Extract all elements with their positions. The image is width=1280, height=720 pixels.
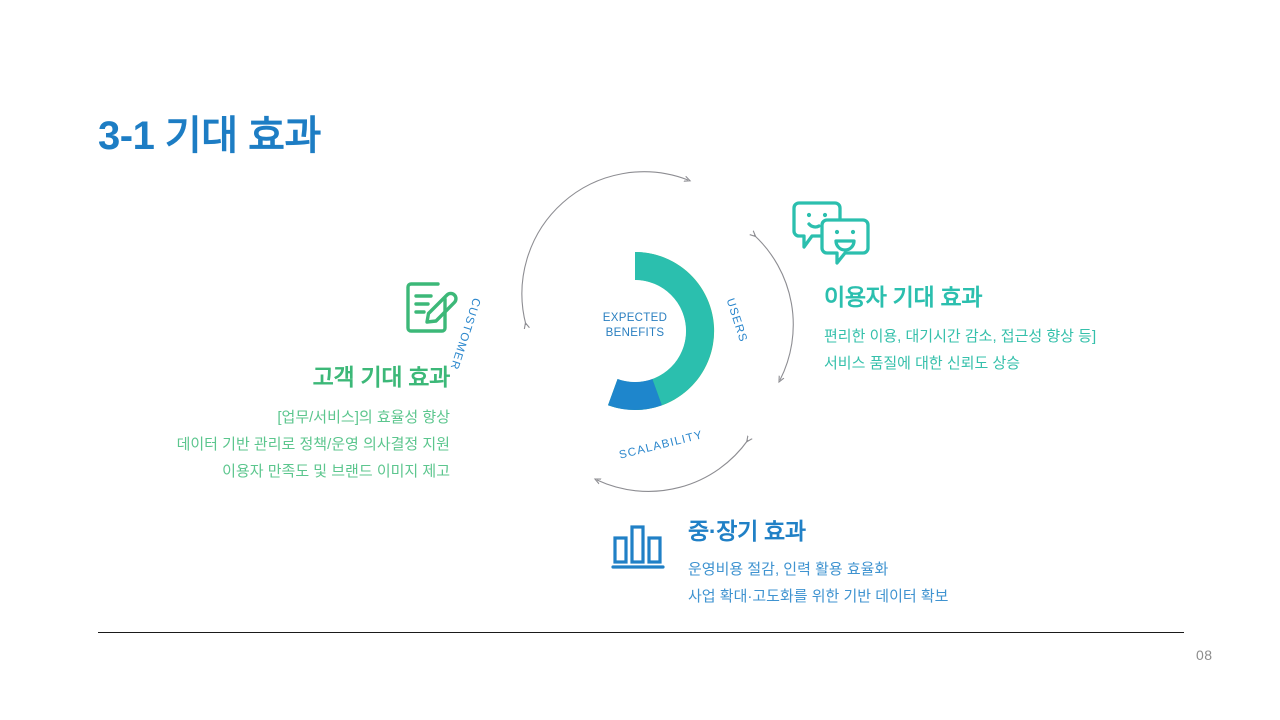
donut-hole xyxy=(584,280,686,382)
footer-divider xyxy=(98,632,1184,633)
donut-center-label: EXPECTED BENEFITS xyxy=(585,311,685,341)
document-pencil-icon xyxy=(398,277,460,342)
block-customer-line: [업무/서비스]의 효율성 향상 xyxy=(277,409,450,426)
donut-center-line-2: BENEFITS xyxy=(605,327,665,339)
arc-scalability-to-customer xyxy=(597,440,748,492)
donut-segment-users xyxy=(635,252,714,406)
page-number: 08 xyxy=(1196,647,1213,663)
block-users-heading: 이용자 기대 효과 xyxy=(824,284,983,310)
bar-chart-icon xyxy=(610,521,666,578)
chat-bubbles-icon xyxy=(788,197,874,270)
expected-benefits-diagram xyxy=(460,155,820,515)
block-customer: 고객 기대 효과 [업무/서비스]의 효율성 향상 데이터 기반 관리로 정책/… xyxy=(40,358,451,485)
block-scalability-line: 운영비용 절감, 인력 활용 효율화 xyxy=(688,561,889,578)
block-scalability-heading: 중·장기 효과 xyxy=(688,518,806,544)
block-users-line: 서비스 품질에 대한 신뢰도 상승 xyxy=(824,355,1021,372)
block-users: 이용자 기대 효과 편리한 이용, 대기시간 감소, 접근성 향상 등] 서비스… xyxy=(824,278,1096,377)
donut-center-line-1: EXPECTED xyxy=(602,312,668,324)
block-scalability: 중·장기 효과 운영비용 절감, 인력 활용 효율화 사업 확대·고도화를 위한… xyxy=(688,512,948,610)
block-customer-line: 이용자 만족도 및 브랜드 이미지 제고 xyxy=(222,463,450,480)
arc-customer-to-users xyxy=(521,171,688,325)
block-scalability-line: 사업 확대·고도화를 위한 기반 데이터 확보 xyxy=(688,588,949,605)
page-title: 3-1 기대 효과 xyxy=(98,114,321,158)
donut-segment-scalability xyxy=(608,378,662,410)
block-users-line: 편리한 이용, 대기시간 감소, 접근성 향상 등] xyxy=(824,328,1097,345)
arc-users-to-scalability xyxy=(754,235,794,380)
block-customer-line: 데이터 기반 관리로 정책/운영 의사결정 지원 xyxy=(176,436,450,453)
block-customer-heading: 고객 기대 효과 xyxy=(312,364,451,390)
